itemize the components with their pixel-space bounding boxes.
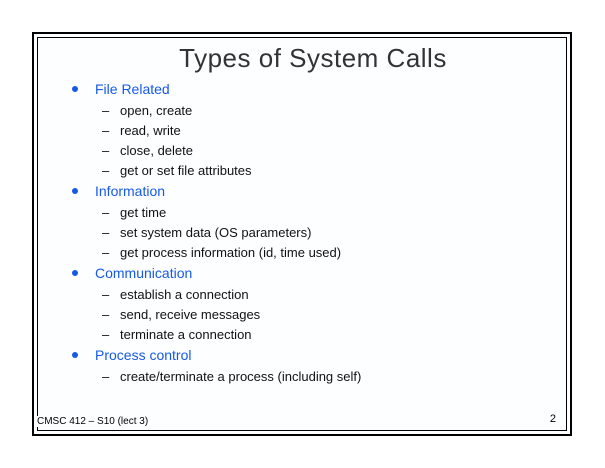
dash-icon: – (102, 286, 110, 302)
section-heading: Information (95, 183, 166, 199)
slide-frame: Types of System Calls File Related – ope… (32, 32, 572, 436)
section-heading-row: Process control (72, 344, 562, 366)
list-item: – read, write (72, 120, 562, 140)
footer-course-label: CMSC 412 – S10 (lect 3) (35, 416, 152, 427)
section-file-related: File Related – open, create – read, writ… (72, 78, 562, 180)
list-item: – close, delete (72, 140, 562, 160)
dash-icon: – (102, 122, 110, 138)
section-heading: Process control (95, 347, 192, 363)
dash-icon: – (102, 204, 110, 220)
page-number: 2 (549, 413, 556, 425)
list-item-text: read, write (120, 122, 181, 138)
list-item-text: open, create (120, 102, 193, 118)
bullet-icon (72, 86, 78, 92)
bullet-icon (72, 188, 78, 194)
list-item: – establish a connection (72, 284, 562, 304)
list-item: – get time (72, 202, 562, 222)
dash-icon: – (102, 142, 110, 158)
dash-icon: – (102, 102, 110, 118)
bullet-icon (72, 270, 78, 276)
list-item-text: terminate a connection (120, 326, 252, 342)
section-process-control: Process control – create/terminate a pro… (72, 344, 562, 386)
section-heading-row: Communication (72, 262, 562, 284)
dash-icon: – (102, 224, 110, 240)
list-item: – get or set file attributes (72, 160, 562, 180)
list-item: – terminate a connection (72, 324, 562, 344)
slide-title: Types of System Calls (179, 43, 447, 73)
list-item: – open, create (72, 100, 562, 120)
list-item-text: close, delete (120, 142, 193, 158)
dash-icon: – (102, 368, 110, 384)
list-item-text: send, receive messages (120, 306, 261, 322)
section-communication: Communication – establish a connection –… (72, 262, 562, 344)
list-item-text: get or set file attributes (120, 162, 252, 178)
list-item: – create/terminate a process (including … (72, 366, 562, 386)
section-information: Information – get time – set system data… (72, 180, 562, 262)
bullet-icon (72, 352, 78, 358)
list-item-text: get process information (id, time used) (120, 244, 342, 260)
dash-icon: – (102, 244, 110, 260)
section-heading-row: Information (72, 180, 562, 202)
section-heading-row: File Related (72, 78, 562, 100)
dash-icon: – (102, 306, 110, 322)
list-item: – send, receive messages (72, 304, 562, 324)
list-item-text: establish a connection (120, 286, 249, 302)
list-item-text: get time (120, 204, 167, 220)
list-item: – get process information (id, time used… (72, 242, 562, 262)
slide-content: File Related – open, create – read, writ… (72, 78, 562, 386)
dash-icon: – (102, 162, 110, 178)
section-heading: Communication (95, 265, 193, 281)
list-item-text: create/terminate a process (including se… (120, 368, 362, 384)
dash-icon: – (102, 326, 110, 342)
section-heading: File Related (95, 81, 170, 97)
list-item: – set system data (OS parameters) (72, 222, 562, 242)
list-item-text: set system data (OS parameters) (120, 224, 312, 240)
